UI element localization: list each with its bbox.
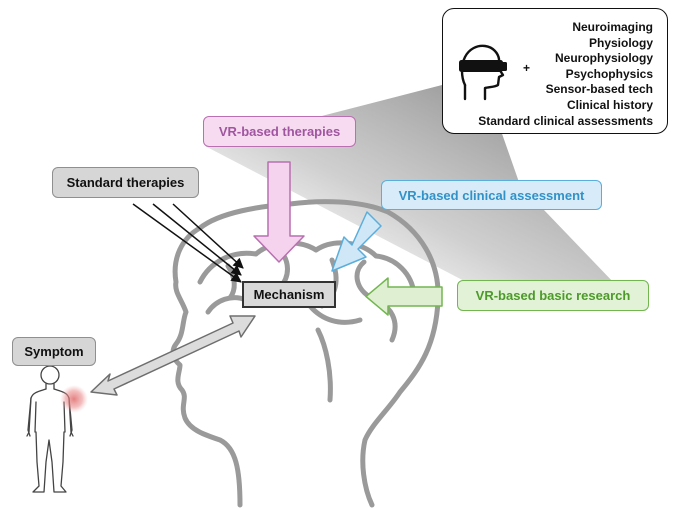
brain-head-outline (170, 199, 441, 508)
symptom-glow-marker (60, 385, 88, 413)
vr-therapies-arrow (253, 161, 305, 263)
human-body-icon (26, 365, 74, 493)
data-source-item: Standard clinical assessments (478, 113, 653, 128)
vr-basic-research-label: VR-based basic research (457, 280, 649, 311)
standard-arrow-3 (172, 203, 244, 269)
body-head (40, 365, 60, 385)
standard-therapies-label: Standard therapies (52, 167, 199, 198)
standard-arrow-1 (132, 203, 242, 283)
brain-fold-2 (205, 295, 249, 315)
brain-fold-5 (307, 303, 363, 325)
data-sources-list: Neuroimaging Physiology Neurophysiology … (478, 20, 653, 129)
data-source-item: Physiology (588, 35, 653, 50)
body-arms (26, 397, 74, 437)
head-profile (170, 199, 441, 508)
mechanism-label: Mechanism (242, 281, 336, 308)
plus-sign: + (523, 61, 531, 75)
symptom-label: Symptom (12, 337, 96, 366)
data-source-item: Neurophysiology (554, 51, 653, 66)
vr-clinical-assessment-label: VR-based clinical assessment (381, 180, 602, 210)
data-sources-box: + Neuroimaging Physiology Neurophysiolog… (442, 8, 668, 134)
data-source-item: Sensor-based tech (545, 82, 653, 97)
vr-therapies-label: VR-based therapies (203, 116, 356, 147)
data-source-item: Neuroimaging (572, 20, 653, 34)
body-neck (45, 383, 55, 390)
vr-clinical-assessment-arrow (331, 211, 382, 272)
standard-therapies-arrows (132, 203, 244, 283)
brain-fold-1 (197, 240, 417, 297)
standard-arrow-2 (152, 203, 242, 276)
data-source-item: Clinical history (566, 97, 653, 112)
brain-stem (315, 327, 333, 403)
symptom-mechanism-arrow (90, 315, 256, 396)
vr-headset-icon (459, 44, 507, 101)
data-source-item: Psychophysics (565, 66, 653, 81)
vr-basic-research-arrow (365, 277, 443, 316)
body-legs (32, 431, 67, 493)
brain-fold-6 (225, 263, 237, 301)
